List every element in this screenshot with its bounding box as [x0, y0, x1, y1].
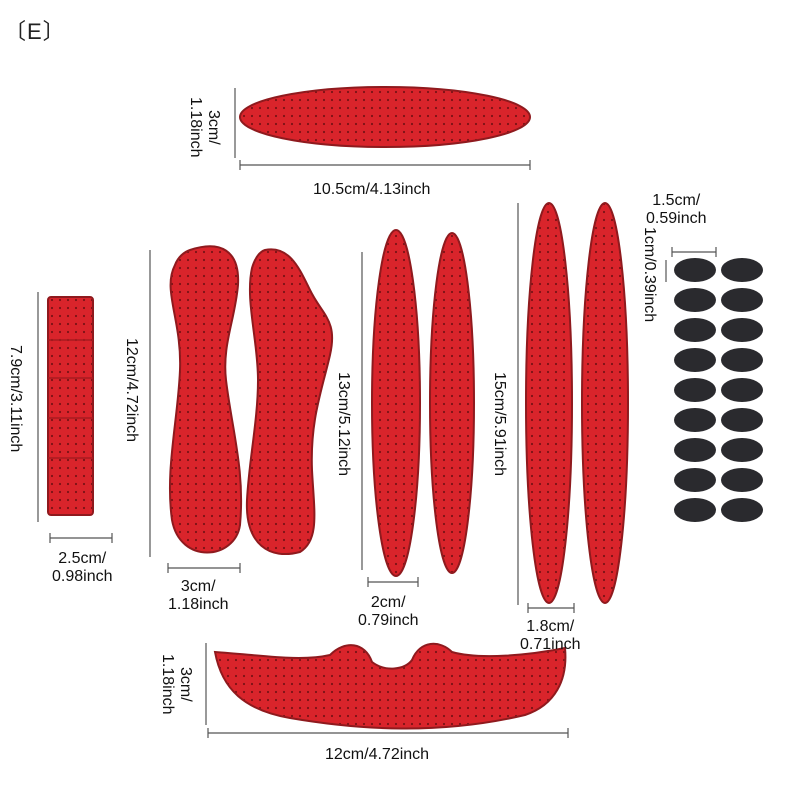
label-line: 3cm/ — [180, 578, 216, 595]
mid-width-label: 2cm/ 0.79inch — [358, 594, 419, 630]
strip-pad — [47, 296, 94, 516]
label-line: 1.18inch — [187, 96, 204, 158]
mid-height-label: 13cm/5.12inch — [335, 372, 352, 477]
label-line: 1.18inch — [159, 653, 176, 715]
mid-pad-left — [371, 229, 421, 577]
strip-width-label: 2.5cm/ 0.98inch — [52, 550, 113, 586]
long-pad-left — [525, 202, 573, 604]
label-line: 2cm/ — [370, 594, 406, 611]
top-oval-pad — [239, 86, 531, 148]
label-line: 3cm/ — [205, 109, 222, 145]
top-pad-width-label: 10.5cm/4.13inch — [313, 181, 431, 198]
corner-label: 〔E〕 — [4, 19, 66, 44]
label-line: 1.8cm/ — [526, 618, 575, 635]
sole-pad-right — [245, 248, 334, 556]
bottom-pad-width-label: 12cm/4.72inch — [325, 746, 430, 763]
mid-pad-right — [429, 232, 475, 574]
sole-height-label: 12cm/4.72inch — [123, 338, 140, 443]
dot-height-label: 1cm/0.39inch — [641, 227, 658, 323]
label-line: 0.71inch — [520, 636, 581, 653]
label-line: 0.59inch — [646, 210, 707, 227]
label-line: 1.18inch — [168, 596, 229, 613]
label-line: 0.79inch — [358, 612, 419, 629]
bottom-pad-height-label: 3cm/ 1.18inch — [158, 648, 194, 720]
top-pad-height-label: 3cm/ 1.18inch — [186, 88, 222, 166]
sole-width-label: 3cm/ 1.18inch — [168, 578, 229, 614]
label-line: 2.5cm/ — [58, 550, 107, 567]
label-line: 1.5cm/ — [652, 192, 701, 209]
label-line: 0.98inch — [52, 568, 113, 585]
strip-height-label: 7.9cm/3.11inch — [7, 345, 24, 453]
dot-width-label: 1.5cm/ 0.59inch — [646, 192, 707, 228]
bottom-brow-pad — [213, 642, 567, 730]
long-width-label: 1.8cm/ 0.71inch — [520, 618, 581, 654]
sole-pad-left — [168, 245, 243, 554]
long-height-label: 15cm/5.91inch — [491, 372, 508, 477]
dot-pads-sheet — [674, 258, 763, 522]
long-pad-right — [581, 202, 629, 604]
label-line: 3cm/ — [177, 666, 194, 702]
